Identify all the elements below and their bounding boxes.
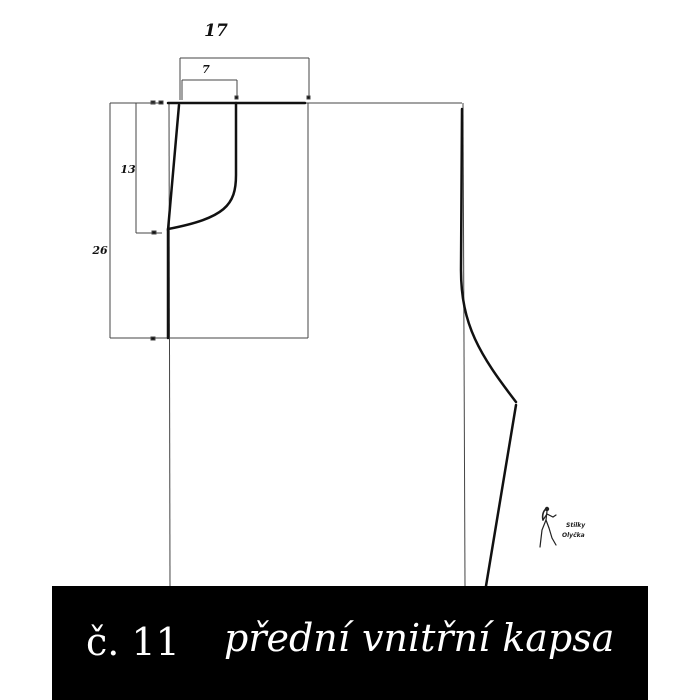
inseam-line: [484, 403, 518, 588]
trouser-front-outline: [168, 102, 466, 587]
dimension-17: [179, 57, 311, 100]
caption-title: přední vnitřní kapsa: [224, 616, 615, 660]
logo-line-2: Olyčka: [562, 532, 585, 539]
side-seam-slant: [166, 103, 181, 232]
caption-number: č. 11: [86, 620, 180, 664]
pocket-bag-outline: [152, 103, 309, 339]
pocket-opening-curve: [166, 101, 238, 231]
dimension-7: [181, 79, 239, 100]
dimension-26-label: 26: [91, 244, 108, 257]
dimension-26: [109, 100, 156, 341]
dimension-13-label: 13: [120, 163, 136, 176]
logo-line-1: Stilky: [566, 522, 586, 529]
caption-bar: č. 11 přední vnitřní kapsa: [52, 586, 648, 700]
dimension-7-label: 7: [202, 63, 210, 76]
center-guide-line: [462, 102, 466, 587]
dimension-17-label: 17: [204, 21, 228, 41]
designer-logo: Stilky Olyčka: [539, 506, 586, 548]
crotch-curve: [459, 107, 518, 404]
figure-silhouette-icon: [539, 506, 557, 548]
pattern-bold-lines: [166, 101, 518, 588]
side-seam-line: [168, 102, 171, 587]
dimension-13: [135, 100, 164, 235]
